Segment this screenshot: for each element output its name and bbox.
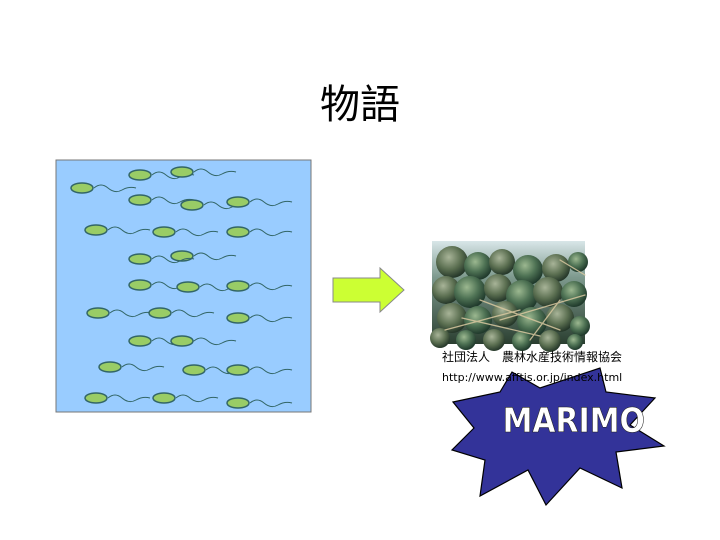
marimo-ball	[568, 252, 588, 272]
photo-credit-organization: 社団法人 農林水産技術情報協会	[442, 348, 622, 365]
algae-cell	[153, 393, 175, 403]
algae-cell	[129, 195, 151, 205]
badge-text: MARIMO	[503, 400, 645, 440]
algae-cell	[227, 365, 249, 375]
algae-cell	[71, 183, 93, 193]
marimo-ball	[454, 276, 486, 308]
algae-cell	[129, 280, 151, 290]
algae-cell	[129, 170, 151, 180]
algae-cell	[153, 227, 175, 237]
marimo-badge: MARIMO	[452, 368, 664, 505]
marimo-ball	[464, 252, 492, 280]
algae-cell	[129, 254, 151, 264]
marimo-ball	[489, 249, 515, 275]
algae-cell	[227, 197, 249, 207]
algae-cell	[85, 225, 107, 235]
marimo-photo	[430, 241, 590, 352]
algae-cell	[171, 336, 193, 346]
algae-cell	[171, 167, 193, 177]
algae-cell	[87, 308, 109, 318]
algae-cell	[227, 398, 249, 408]
marimo-ball	[570, 316, 590, 336]
algae-cell	[129, 336, 151, 346]
right-arrow-icon	[333, 268, 404, 312]
algae-cell	[227, 313, 249, 323]
algae-cell	[181, 200, 203, 210]
algae-cell	[183, 365, 205, 375]
marimo-ball	[436, 246, 468, 278]
algae-cell	[149, 308, 171, 318]
algae-cell	[99, 362, 121, 372]
marimo-ball	[561, 281, 587, 307]
marimo-ball	[546, 304, 574, 332]
marimo-ball	[430, 328, 450, 348]
algae-cell	[177, 282, 199, 292]
algae-cell	[227, 227, 249, 237]
photo-credit-url[interactable]: http://www.afftis.or.jp/index.html	[442, 371, 622, 384]
algae-cell	[227, 281, 249, 291]
algae-cell	[85, 393, 107, 403]
marimo-ball	[456, 330, 476, 350]
